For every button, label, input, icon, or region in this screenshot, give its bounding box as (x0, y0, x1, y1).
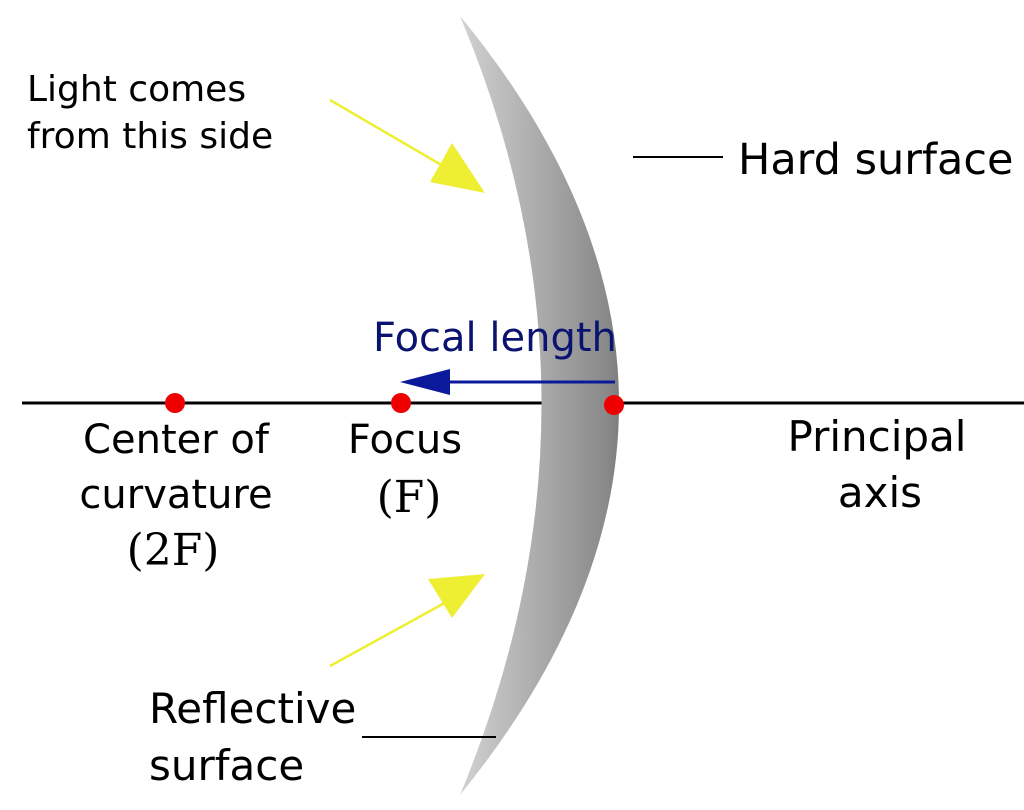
center-of-curvature-label-line2: curvature (79, 472, 272, 518)
light-source-label-line1: Light comes (27, 69, 246, 110)
incoming-light-arrow-lower (329, 574, 485, 668)
center-of-curvature-symbol: (2F) (127, 525, 220, 576)
light-source-label-line2: from this side (27, 116, 273, 157)
center-of-curvature-label-line1: Center of (83, 417, 270, 463)
reflective-surface-label-line1: Reflective (149, 684, 356, 733)
focal-length-label: Focal length (373, 315, 617, 361)
incoming-light-arrow-upper (329, 98, 485, 193)
principal-axis-label-line2: axis (838, 468, 922, 517)
concave-mirror (460, 16, 619, 795)
hard-surface-label: Hard surface (738, 135, 1014, 185)
focus-symbol: (F) (377, 472, 442, 523)
principal-axis-label-line1: Principal (788, 412, 967, 461)
reflective-surface-label-line2: surface (149, 741, 304, 790)
focus-label: Focus (348, 417, 462, 463)
focus-point (391, 393, 411, 413)
mirror-vertex-point (604, 395, 624, 415)
center-of-curvature-point (165, 393, 185, 413)
focal-length-arrow (400, 369, 615, 395)
